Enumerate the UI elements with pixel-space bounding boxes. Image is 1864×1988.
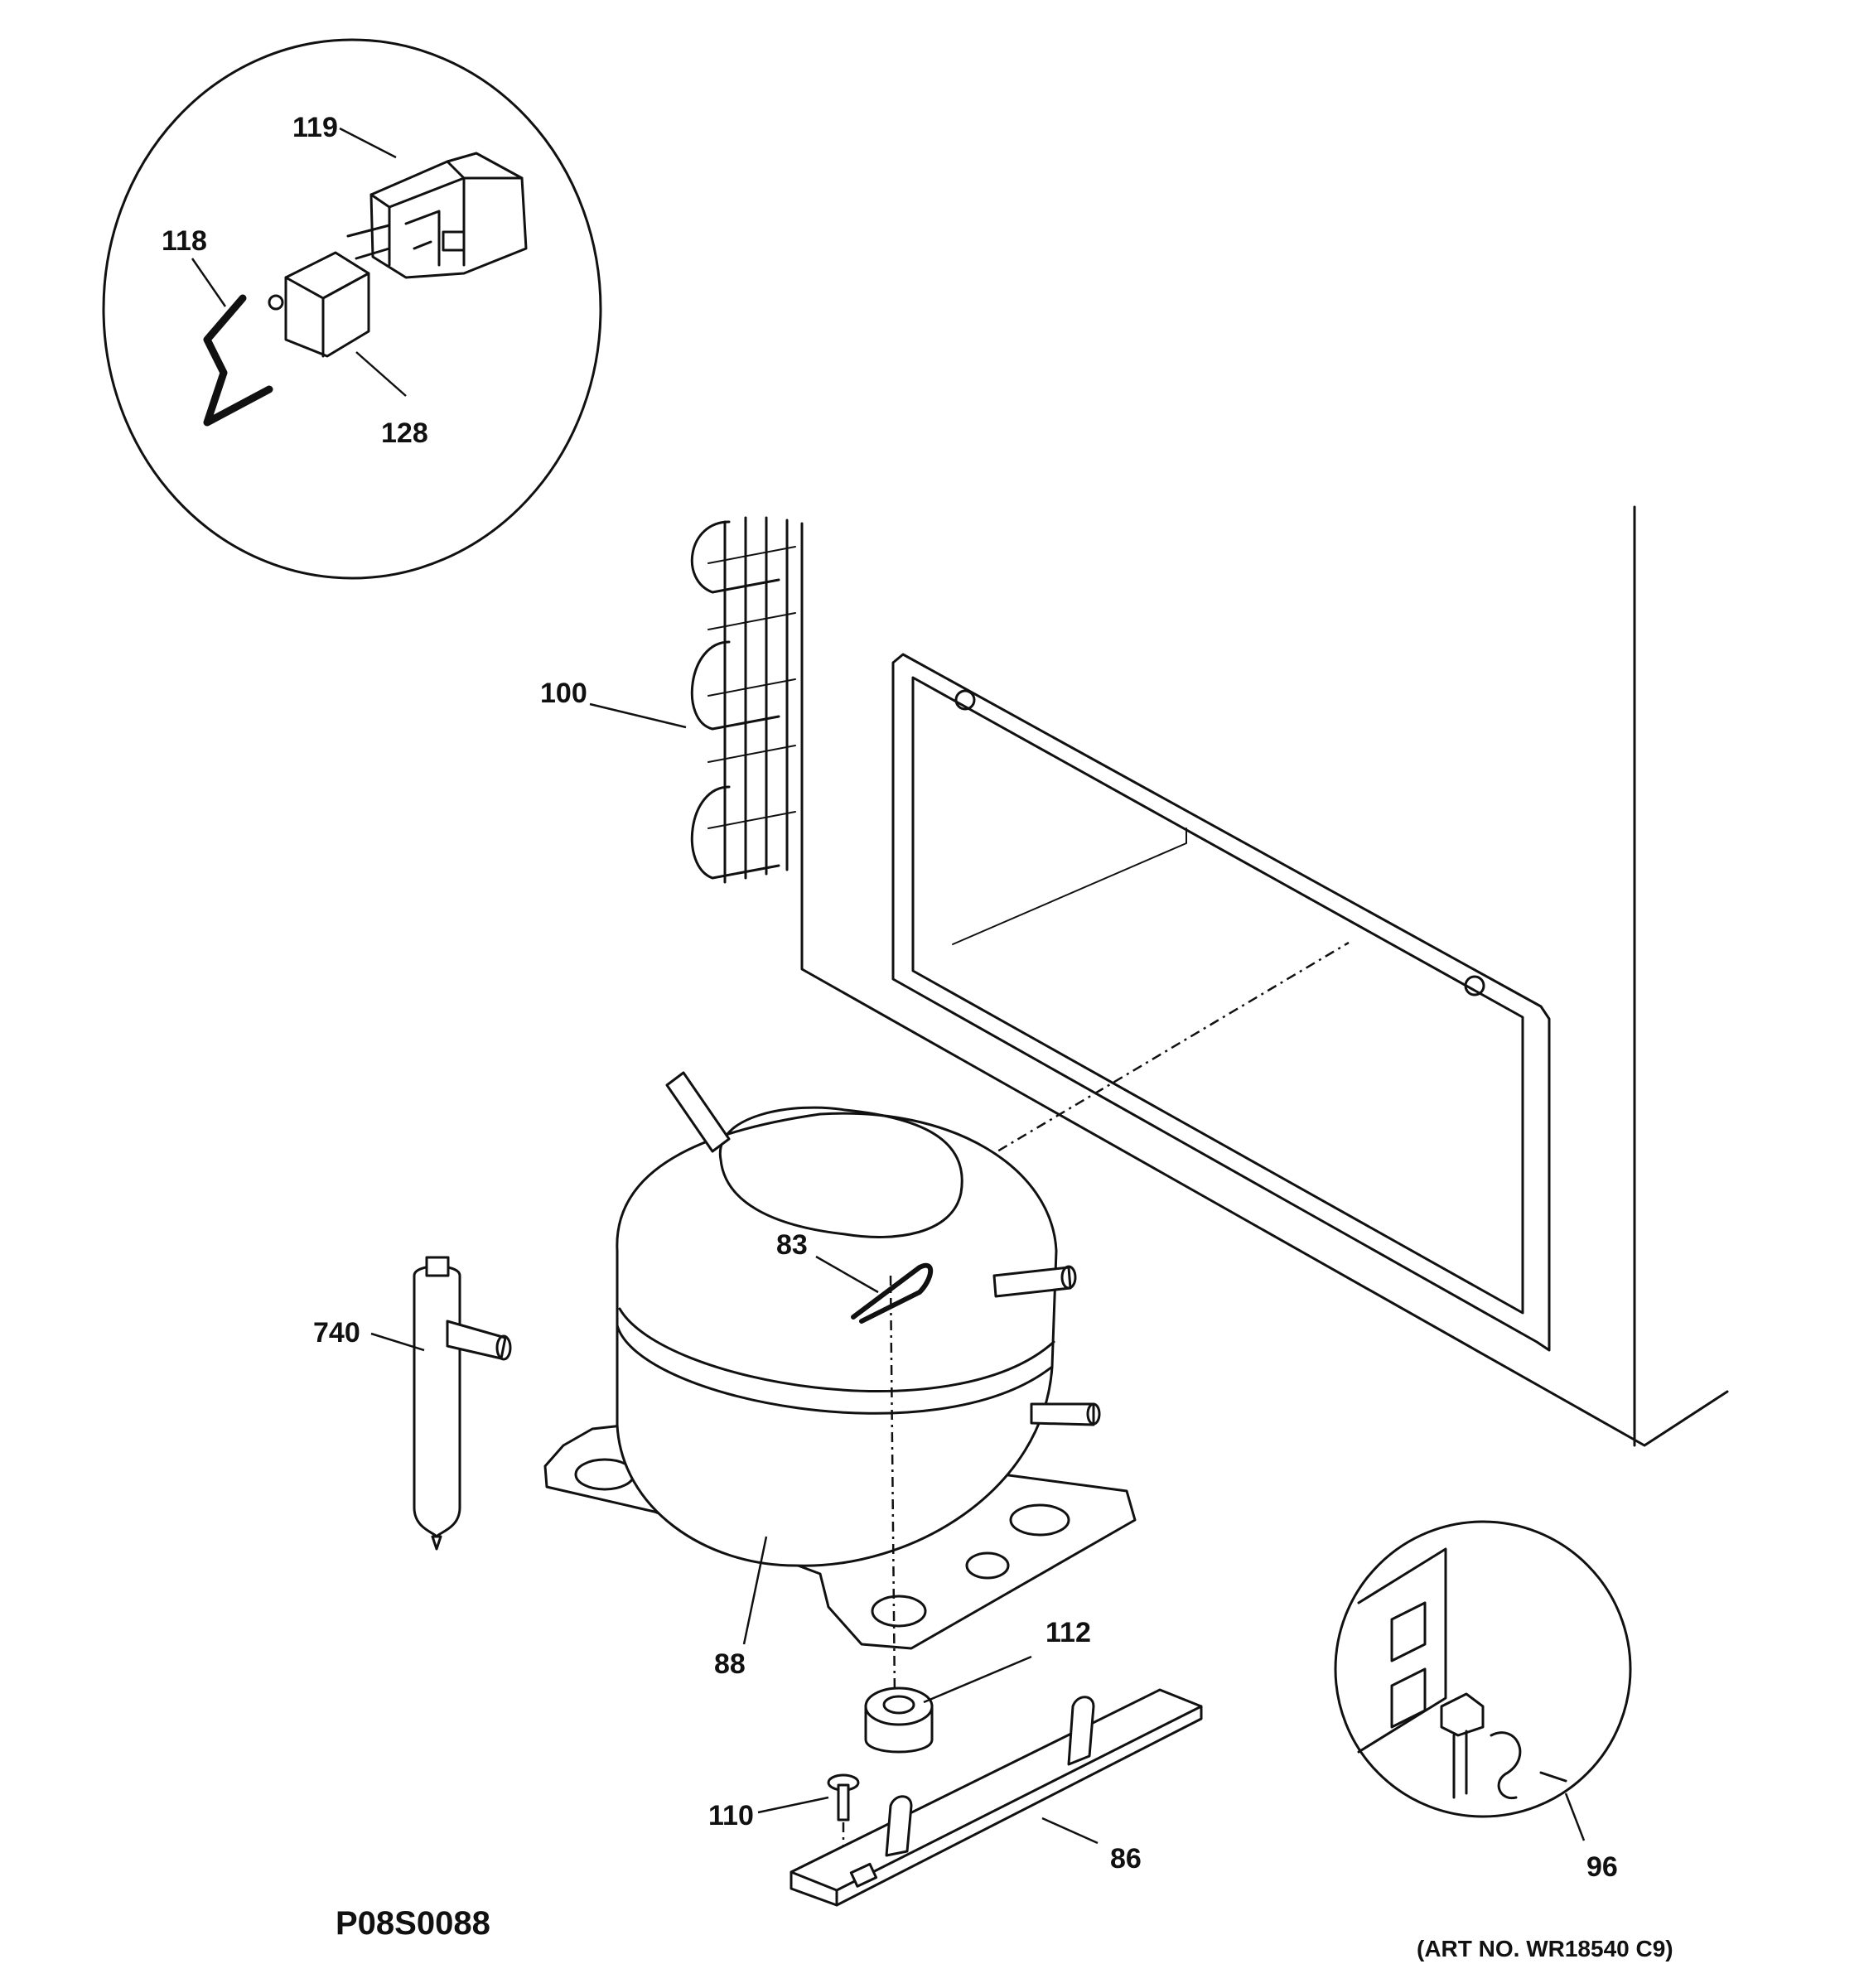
- wire-lead-part[interactable]: [203, 294, 273, 427]
- screw-part[interactable]: [827, 1773, 860, 1880]
- label-83: 83: [776, 1229, 808, 1261]
- relay-part[interactable]: [346, 152, 528, 279]
- label-88: 88: [714, 1648, 746, 1680]
- overload-part[interactable]: [268, 251, 370, 358]
- detail-circle-power-cord: [1334, 1520, 1632, 1818]
- compressor-part[interactable]: [543, 1071, 1137, 1699]
- label-119: 119: [292, 112, 338, 143]
- clip-part[interactable]: [851, 1262, 934, 1324]
- cabinet-outline: [800, 505, 1729, 1447]
- label-118: 118: [162, 225, 207, 257]
- diagram-code: P08S0088: [336, 1905, 490, 1942]
- detail-circle-relay: [102, 38, 602, 580]
- label-110: 110: [708, 1800, 754, 1831]
- label-740: 740: [313, 1317, 360, 1349]
- label-112: 112: [1045, 1617, 1091, 1648]
- art-number: (ART NO. WR18540 C9): [1417, 1936, 1673, 1961]
- condenser-part[interactable]: [690, 516, 796, 884]
- grommet-part[interactable]: [864, 1686, 934, 1754]
- mounting-rail-part[interactable]: [790, 1688, 1203, 1907]
- label-96: 96: [1586, 1851, 1618, 1883]
- label-128: 128: [381, 417, 428, 449]
- dryer-part[interactable]: [413, 1256, 512, 1551]
- label-100: 100: [540, 678, 587, 709]
- label-86: 86: [1110, 1843, 1142, 1875]
